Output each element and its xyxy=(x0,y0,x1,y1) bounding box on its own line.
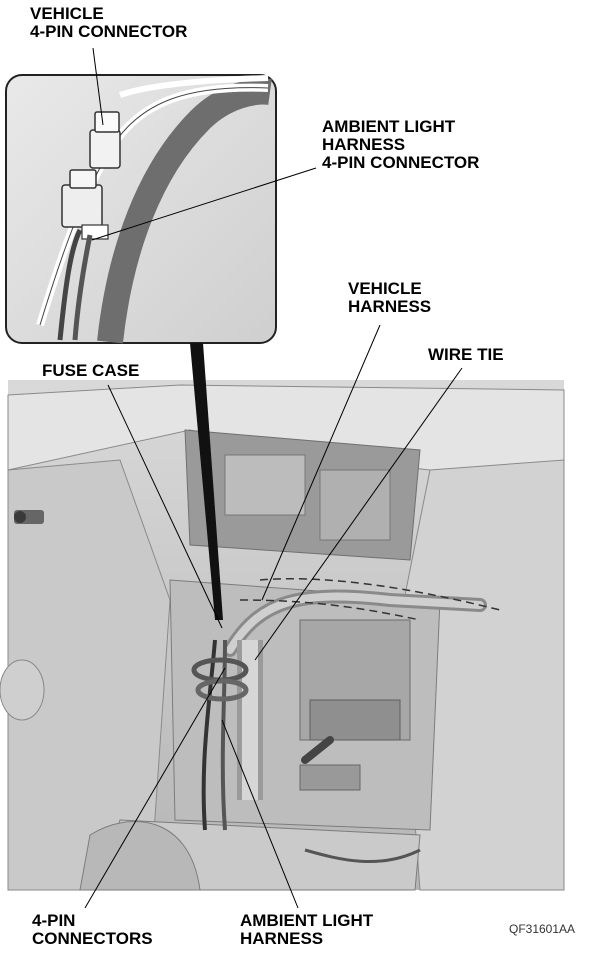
label-line: VEHICLE xyxy=(348,279,422,298)
leader-4pin-connectors xyxy=(84,667,226,909)
leader-vehicle-harness xyxy=(261,324,381,601)
label-line: FUSE CASE xyxy=(42,361,140,380)
label-line: WIRE TIE xyxy=(428,345,504,364)
label-line: HARNESS xyxy=(322,135,406,154)
label-line: 4-PIN CONNECTOR xyxy=(322,153,480,172)
dashboard-illustration xyxy=(0,380,565,891)
leader-fuse-case xyxy=(107,384,223,629)
label-4pin-connectors: 4-PIN CONNECTORS xyxy=(32,912,153,948)
label-line: CONNECTORS xyxy=(32,929,153,948)
figure-code: QF31601AA xyxy=(509,922,576,936)
leader-vehicle-connector xyxy=(92,47,104,126)
leader-ambient-connector xyxy=(91,167,317,241)
label-vehicle-harness: VEHICLE HARNESS xyxy=(348,280,431,316)
label-line: VEHICLE xyxy=(30,4,104,23)
label-line: AMBIENT LIGHT xyxy=(240,911,374,930)
label-fuse-case: FUSE CASE xyxy=(42,362,139,380)
leader-wire-tie xyxy=(254,367,463,661)
leader-ambient-harness xyxy=(221,719,299,909)
label-line: 4-PIN xyxy=(32,911,76,930)
label-ambient-light-harness-4pin-connector: AMBIENT LIGHT HARNESS 4-PIN CONNECTOR xyxy=(322,118,479,172)
label-vehicle-4pin-connector: VEHICLE 4-PIN CONNECTOR xyxy=(30,5,187,41)
label-wire-tie: WIRE TIE xyxy=(428,346,504,364)
inset-magnifier xyxy=(5,74,277,344)
label-line: HARNESS xyxy=(348,297,432,316)
leader-lines xyxy=(84,47,463,909)
inset-pointer xyxy=(190,343,223,620)
label-ambient-light-harness: AMBIENT LIGHT HARNESS xyxy=(240,912,373,948)
label-line: HARNESS xyxy=(240,929,324,948)
label-line: AMBIENT LIGHT xyxy=(322,117,456,136)
label-line: 4-PIN CONNECTOR xyxy=(30,22,188,41)
